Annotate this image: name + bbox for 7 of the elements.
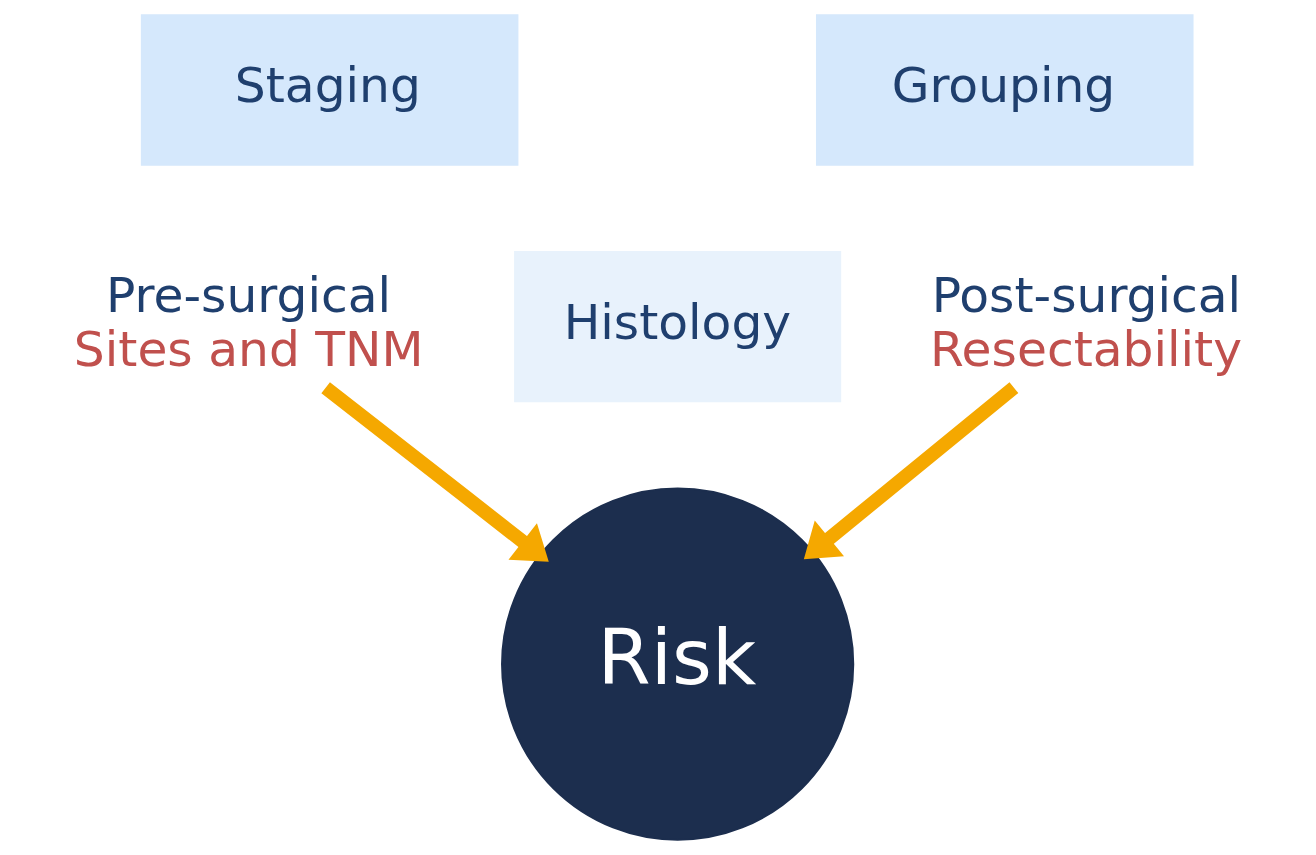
node-circle: Risk bbox=[500, 487, 854, 841]
node-box: Grouping bbox=[815, 14, 1194, 166]
arrow bbox=[803, 382, 1018, 560]
arrow bbox=[320, 382, 549, 562]
node-box: Staging bbox=[140, 14, 518, 166]
node-text: Pre-surgical Sites and TNM bbox=[73, 266, 424, 377]
node-text: Post-surgical Resectability bbox=[929, 266, 1242, 377]
